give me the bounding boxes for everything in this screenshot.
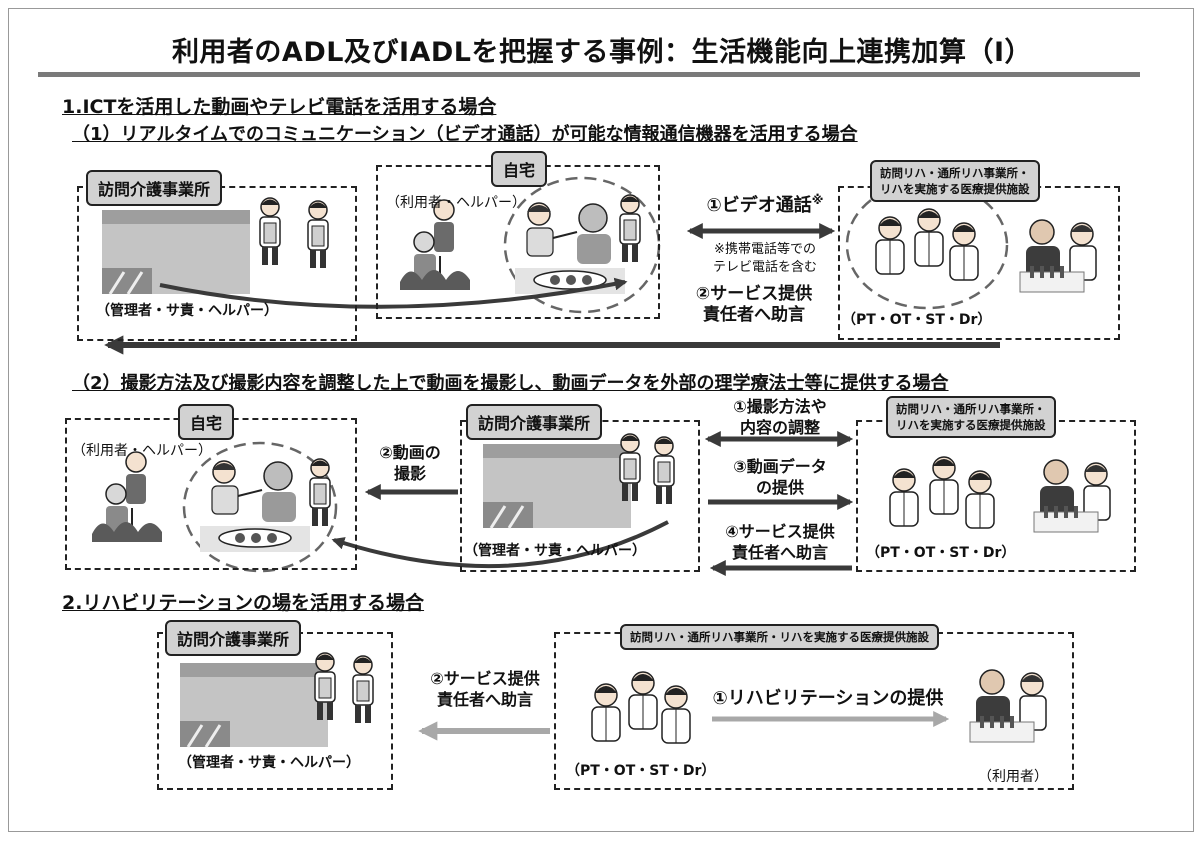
advice-label-1-line1: ②サービス提供 (695, 284, 813, 304)
page-title: 利用者のADL及びIADLを把握する事例：生活機能向上連携加算（Ⅰ） (171, 37, 1033, 68)
office-caption-2: （管理者・サ責・ヘルパー） (464, 543, 646, 559)
advice-label-1: ②サービス提供責任者へ助言 (674, 284, 834, 326)
video-call-note-line1: ※携帯電話等での (714, 242, 816, 257)
office-tag-1: 訪問介護事業所 (86, 170, 223, 206)
video-data-label-line2: の提供 (755, 478, 804, 497)
video-data-label-line1: ③動画データ (733, 457, 827, 476)
office-helper-curve-arrow (159, 277, 628, 309)
user-caption-3: （利用者） (978, 769, 1048, 785)
film-label: ②動画の撮影 (362, 442, 458, 484)
advice-label-3: ②サービス提供責任者へ助言 (410, 668, 560, 710)
adjust-label-line2: 内容の調整 (739, 418, 820, 437)
advice-label-2-line1: ④サービス提供 (725, 522, 835, 541)
section2-heading: 2.リハビリテーションの場を活用する場合 (62, 592, 425, 614)
advice-label-3-line2: 責任者へ助言 (436, 690, 533, 709)
office-tag-3: 訪問介護事業所 (165, 620, 302, 656)
office2-helper-curve-arrow (331, 520, 669, 569)
home-box-1 (376, 165, 660, 319)
rehab-focus-circle (845, 180, 1009, 310)
home-caption-1: （利用者・ヘルパー） (386, 195, 526, 211)
rehab-tag-2-line2: リハを実施する医療提供施設 (896, 418, 1046, 432)
rehab-tag-1: 訪問リハ・通所リハ事業所・リハを実施する医療提供施設 (870, 160, 1040, 202)
rehab-tag-2-line1: 訪問リハ・通所リハ事業所・ (896, 402, 1046, 416)
section1-sub1-heading: （1）リアルタイムでのコミュニケーション（ビデオ通話）が可能な情報通信機器を活用… (72, 124, 858, 145)
home-caption-2: （利用者・ヘルパー） (72, 443, 212, 459)
rehab-tag-3: 訪問リハ・通所リハ事業所・リハを実施する医療提供施設 (620, 624, 939, 650)
advice-label-2: ④サービス提供責任者へ助言 (700, 521, 860, 563)
video-call-label-text: ①ビデオ通話 (706, 195, 812, 216)
advice-label-3-line1: ②サービス提供 (430, 669, 540, 688)
section1-heading: 1.ICTを活用した動画やテレビ電話を活用する場合 (62, 96, 497, 118)
rehab-caption-2: （PT・OT・ST・Dr） (866, 545, 1016, 561)
office-tag-2: 訪問介護事業所 (466, 404, 603, 440)
advice-label-2-line2: 責任者へ助言 (731, 543, 828, 562)
rehab-tag-2: 訪問リハ・通所リハ事業所・リハを実施する医療提供施設 (886, 396, 1056, 438)
title-rule (38, 72, 1140, 77)
office-caption-1: （管理者・サ責・ヘルパー） (96, 303, 278, 319)
rehab-tag-1-line2: リハを実施する医療提供施設 (880, 182, 1030, 196)
advice-label-1-line2: 責任者へ助言 (703, 305, 805, 325)
film-label-line2: 撮影 (393, 464, 426, 483)
adjust-label: ①撮影方法や内容の調整 (700, 396, 860, 438)
slide-frame (8, 8, 1194, 832)
home2-focus-circle (182, 441, 338, 573)
video-call-note-line2: テレビ電話を含む (712, 260, 817, 275)
video-data-label: ③動画データの提供 (700, 456, 860, 498)
rehab-caption-3: （PT・OT・ST・Dr） (566, 763, 716, 779)
rehab-provision-label: ①リハビリテーションの提供 (712, 688, 944, 709)
home-tag-2: 自宅 (178, 404, 235, 440)
video-call-note: ※携帯電話等でのテレビ電話を含む (690, 241, 840, 277)
rehab-tag-1-line1: 訪問リハ・通所リハ事業所・ (880, 166, 1030, 180)
office-caption-3: （管理者・サ責・ヘルパー） (178, 755, 360, 771)
rehab-caption-1: （PT・OT・ST・Dr） (842, 312, 992, 328)
section1-sub2-heading: （2）撮影方法及び撮影内容を調整した上で動画を撮影し、動画データを外部の理学療法… (72, 373, 949, 394)
video-call-label: ①ビデオ通話※ (690, 190, 840, 216)
adjust-label-line1: ①撮影方法や (733, 397, 827, 416)
film-label-line1: ②動画の (379, 443, 441, 462)
video-call-note-mark: ※ (811, 193, 824, 207)
home-tag-1: 自宅 (491, 151, 548, 187)
